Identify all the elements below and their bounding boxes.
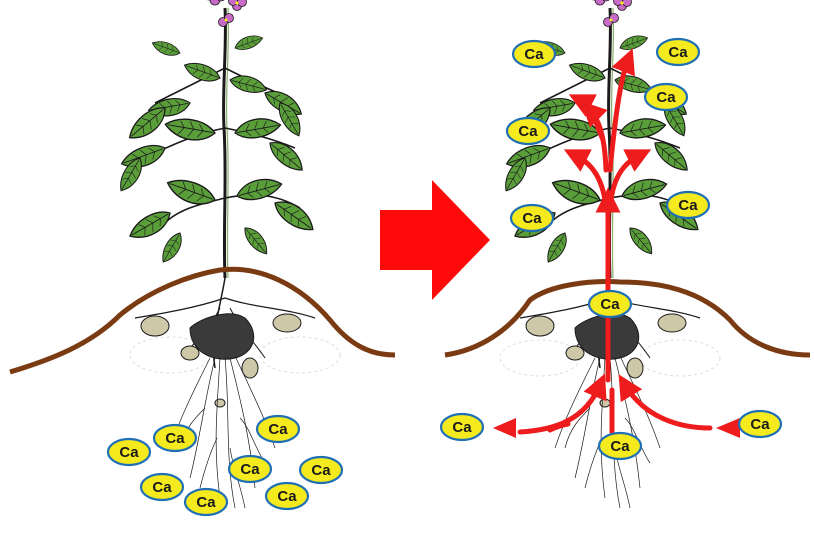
calcium-label: Ca (678, 197, 698, 214)
calcium-label: Ca (268, 421, 288, 438)
calcium-ion-marker: Ca (589, 291, 631, 317)
calcium-ion-marker: Ca (300, 457, 342, 483)
calcium-ion-marker: Ca (441, 414, 483, 440)
tuber-outline (260, 337, 340, 373)
calcium-label: Ca (518, 123, 538, 140)
calcium-label: Ca (311, 462, 331, 479)
calcium-label: Ca (196, 494, 216, 511)
calcium-label: Ca (656, 89, 676, 106)
calcium-label: Ca (610, 438, 630, 455)
calcium-ion-marker: Ca (657, 39, 699, 65)
calcium-label: Ca (165, 430, 185, 447)
calcium-ion-marker: Ca (108, 439, 150, 465)
calcium-ion-marker: Ca (507, 118, 549, 144)
calcium-label: Ca (119, 444, 139, 461)
calcium-label: Ca (240, 461, 260, 478)
inflow-arrowhead-icon (493, 418, 516, 438)
calcium-label: Ca (600, 296, 620, 313)
calcium-ion-marker: Ca (599, 433, 641, 459)
calcium-ion-marker: Ca (667, 192, 709, 218)
calcium-label: Ca (522, 210, 542, 227)
tuber-outline (640, 340, 720, 376)
calcium-ion-marker: Ca (511, 205, 553, 231)
calcium-label: Ca (277, 488, 297, 505)
calcium-ion-marker: Ca (266, 483, 308, 509)
calcium-ion-marker: Ca (185, 489, 227, 515)
calcium-label: Ca (668, 44, 688, 61)
calcium-label: Ca (152, 479, 172, 496)
calcium-ion-marker: Ca (154, 425, 196, 451)
inflow-arrowhead-icon (716, 418, 740, 438)
calcium-ion-marker: Ca (739, 411, 781, 437)
calcium-ion-marker: Ca (513, 41, 555, 67)
calcium-label: Ca (750, 416, 770, 433)
calcium-ion-marker: Ca (645, 84, 687, 110)
calcium-label: Ca (524, 46, 544, 63)
calcium-ion-marker: Ca (229, 456, 271, 482)
calcium-ion-marker: Ca (257, 416, 299, 442)
before-panel (10, 0, 395, 508)
calcium-ion-marker: Ca (141, 474, 183, 500)
calcium-label: Ca (452, 419, 472, 436)
big-right-arrow-icon (380, 180, 490, 300)
